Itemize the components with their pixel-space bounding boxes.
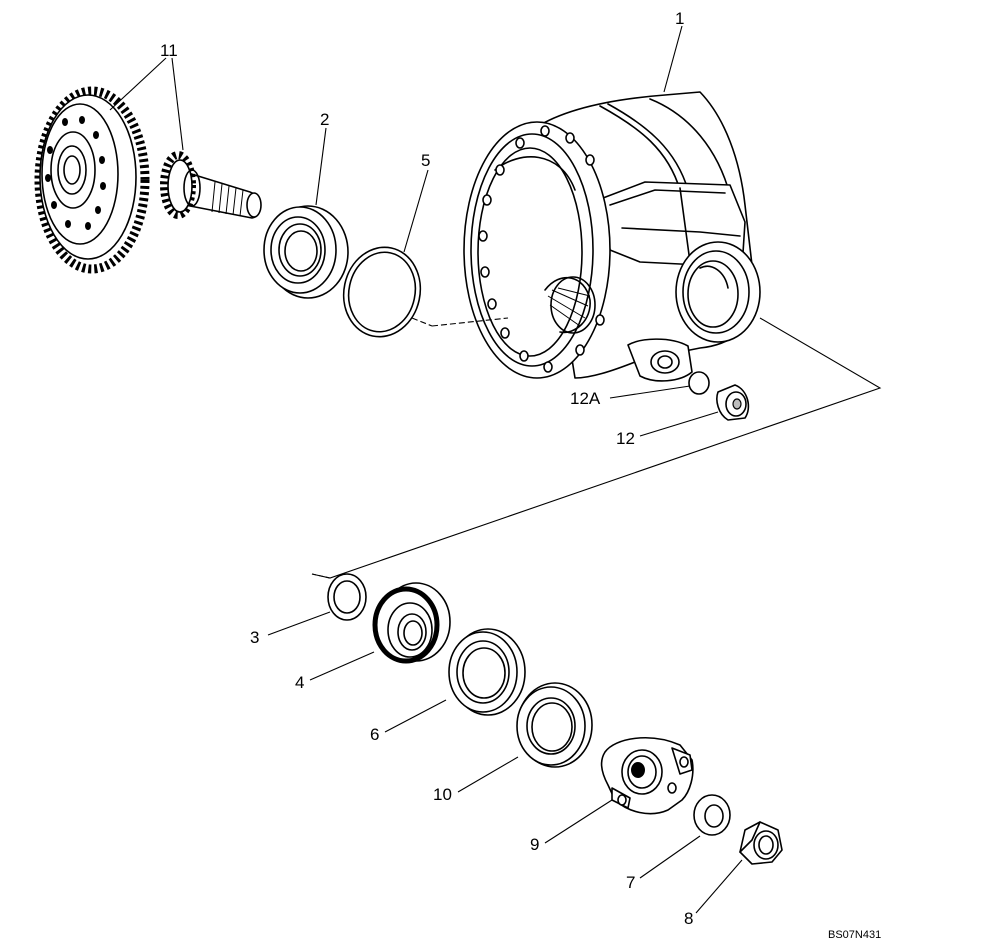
callout-11: 11 (160, 41, 178, 60)
callout-9: 9 (530, 835, 539, 854)
seal-drawing (448, 628, 526, 716)
callout-4: 4 (295, 673, 304, 692)
callout-8: 8 (684, 909, 693, 928)
callouts: 1 2 5 11 12A 12 3 4 6 10 9 7 8 (160, 9, 693, 928)
callout-5: 5 (421, 151, 430, 170)
leader-lines (109, 25, 743, 914)
ring-gear-drawing (34, 86, 150, 274)
callout-12: 12 (616, 429, 635, 448)
nut-drawing (739, 821, 783, 865)
bearing-cup-drawing (263, 205, 349, 299)
callout-12A: 12A (570, 389, 601, 408)
flange-bolt-holes (478, 125, 605, 373)
callout-6: 6 (370, 725, 379, 744)
shim-drawing (327, 573, 367, 621)
yoke-drawing (600, 737, 694, 815)
seal-outer-drawing (516, 682, 593, 768)
plug-o-ring-drawing (688, 371, 710, 395)
washer-drawing (693, 794, 731, 836)
callout-3: 3 (250, 628, 259, 647)
plug-drawing (716, 384, 750, 421)
ring-gear-bolt-holes (45, 116, 106, 230)
callout-10: 10 (433, 785, 452, 804)
pinion-drawing (160, 151, 262, 219)
housing-drawing (463, 91, 761, 382)
callout-2: 2 (320, 110, 329, 129)
o-ring-drawing (342, 246, 422, 338)
assembly-lines (311, 317, 882, 579)
reference-code: BS07N431 (828, 929, 881, 941)
bearing-cone-drawing (372, 582, 451, 664)
callout-7: 7 (626, 873, 635, 892)
callout-1: 1 (675, 9, 684, 28)
